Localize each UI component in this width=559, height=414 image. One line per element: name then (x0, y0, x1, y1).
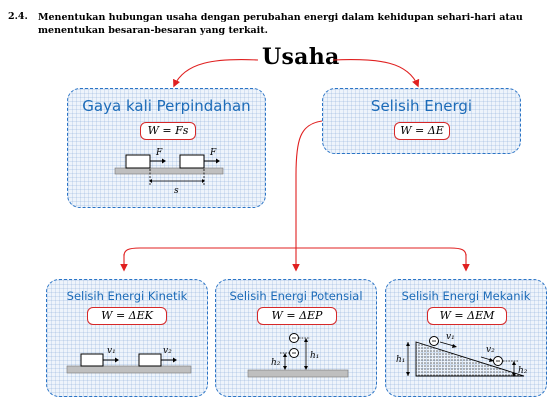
section-number: 2.4. (8, 11, 28, 22)
card-title: Selisih Energi Potensial (229, 289, 363, 303)
card-title: Gaya kali Perpindahan (82, 97, 251, 115)
force-label-2: F (209, 148, 217, 158)
velocity-label-2: v₂ (486, 345, 495, 355)
force-label-1: F (155, 148, 163, 158)
card-title: Selisih Energi Mekanik (401, 289, 531, 303)
height-label-2: h₂ (271, 358, 281, 368)
velocity-label-1: v₁ (107, 346, 116, 356)
kinetic-illustration: v₁ v₂ (66, 346, 192, 374)
displacement-label: s (174, 186, 179, 196)
velocity-label-2: v₂ (163, 346, 172, 356)
arrow-usaha-to-gaya (173, 59, 259, 88)
card-gaya-kali-perpindahan: Gaya kali Perpindahan W = Fs F F s (67, 88, 266, 208)
arrow-branch-line (123, 247, 467, 257)
formula-box: W = ΔEP (257, 307, 337, 325)
card-title: Selisih Energi (370, 97, 473, 115)
root-label-usaha: Usaha (262, 44, 340, 70)
mechanical-illustration: v₁ v₂ h₁ h₂ (396, 332, 528, 377)
card-selisih-energi-mekanik: Selisih Energi Mekanik W = ΔEM v₁ v₂ h₁ … (385, 279, 547, 397)
height-label-1: h₁ (310, 351, 319, 361)
height-label-2: h₂ (518, 366, 528, 376)
height-label-1: h₁ (396, 355, 405, 365)
velocity-label-1: v₁ (446, 332, 455, 342)
card-selisih-energi-potensial: Selisih Energi Potensial W = ΔEP h₁ h₂ (215, 279, 377, 397)
card-selisih-energi: Selisih Energi W = ΔE (322, 88, 521, 154)
card-title: Selisih Energi Kinetik (66, 289, 188, 303)
force-displacement-illustration: F F s (114, 148, 224, 196)
section-heading: Menentukan hubungan usaha dengan perubah… (38, 12, 523, 36)
formula-box: W = ΔE (394, 122, 450, 140)
formula-box: W = Fs (140, 122, 196, 140)
card-selisih-energi-kinetik: Selisih Energi Kinetik W = ΔEK v₁ v₂ (46, 279, 208, 397)
arrow-selisih-to-branches (295, 120, 323, 244)
formula-box: W = ΔEK (87, 307, 167, 325)
arrow-usaha-to-selisih (332, 59, 420, 88)
formula-box: W = ΔEM (427, 307, 507, 325)
potential-illustration: h₁ h₂ (247, 333, 349, 378)
